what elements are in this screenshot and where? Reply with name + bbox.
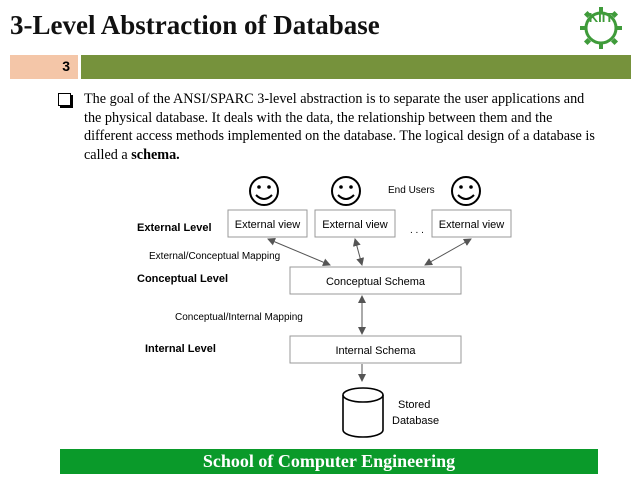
logo-text: KIIT xyxy=(589,10,614,25)
stored-label: Stored xyxy=(398,399,430,411)
slide-number-box: 3 xyxy=(10,55,78,79)
slide-number: 3 xyxy=(62,58,70,74)
footer-text: School of Computer Engineering xyxy=(202,451,456,471)
conceptual-schema-label: Conceptual Schema xyxy=(326,276,426,288)
external-view-label: External view xyxy=(235,219,300,231)
conceptual-level-label: Conceptual Level xyxy=(137,273,228,285)
user-icon-2 xyxy=(331,176,361,206)
footer-bar: School of Computer Engineering xyxy=(60,449,598,474)
external-view-box-2: External view xyxy=(314,209,396,238)
paragraph-bold: schema. xyxy=(131,146,180,163)
external-level-label: External Level xyxy=(137,222,212,234)
title-band: 3 xyxy=(10,55,631,79)
kiit-logo: KIIT xyxy=(580,7,622,49)
user-icon-1 xyxy=(249,176,279,206)
user-icon-3 xyxy=(451,176,481,206)
mapping-arrows xyxy=(267,238,472,382)
database-label: Database xyxy=(392,415,439,427)
internal-level-label: Internal Level xyxy=(145,343,216,355)
ellipsis-label: . . . xyxy=(410,225,424,236)
internal-schema-box: Internal Schema xyxy=(289,335,462,364)
ext-conc-mapping-label: External/Conceptual Mapping xyxy=(149,251,280,262)
database-cylinder-icon xyxy=(342,387,384,438)
conc-int-mapping-label: Conceptual/Internal Mapping xyxy=(175,312,303,323)
bullet-paragraph: The goal of the ANSI/SPARC 3-level abstr… xyxy=(58,90,600,164)
checkbox-bullet-icon xyxy=(58,93,71,106)
external-view-label: External view xyxy=(439,219,504,231)
end-users-label: End Users xyxy=(388,185,435,196)
external-view-box-3: External view xyxy=(431,209,512,238)
internal-schema-label: Internal Schema xyxy=(335,345,416,357)
paragraph-text: The goal of the ANSI/SPARC 3-level abstr… xyxy=(84,91,595,163)
external-view-label: External view xyxy=(322,219,387,231)
conceptual-schema-box: Conceptual Schema xyxy=(289,266,462,295)
external-view-box-1: External view xyxy=(227,209,308,238)
page-title: 3-Level Abstraction of Database xyxy=(10,10,380,40)
title-bar xyxy=(81,55,631,79)
